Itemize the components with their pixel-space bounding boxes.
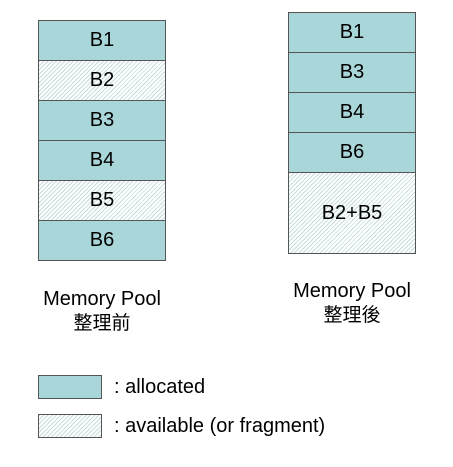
memory-block-b3: B3 — [288, 52, 416, 93]
memory-block-b2-b5-merged: B2+B5 — [288, 172, 416, 254]
legend-allocated-label: : allocated — [114, 375, 206, 398]
caption-before-title: Memory Pool — [43, 288, 161, 310]
memory-block-b3: B3 — [38, 100, 166, 141]
memory-block-b1: B1 — [288, 12, 416, 53]
legend-available-swatch — [38, 414, 102, 438]
memory-pool-before: B1 B2 B3 B4 B5 B6 — [38, 20, 166, 261]
memory-block-b2: B2 — [38, 60, 166, 101]
memory-block-b6: B6 — [38, 220, 166, 261]
memory-block-b4: B4 — [288, 92, 416, 133]
memory-block-b1: B1 — [38, 20, 166, 61]
legend-available-label: : available (or fragment) — [114, 414, 326, 437]
caption-before: Memory Pool 整理前 — [20, 287, 184, 335]
caption-after: Memory Pool 整理後 — [268, 279, 436, 327]
memory-block-b5: B5 — [38, 180, 166, 221]
legend-available: : available (or fragment) — [38, 414, 325, 438]
memory-block-b4: B4 — [38, 140, 166, 181]
memory-block-b6: B6 — [288, 132, 416, 173]
caption-before-subtitle: 整理前 — [73, 312, 131, 334]
caption-after-title: Memory Pool — [293, 280, 411, 302]
memory-pool-after: B1 B3 B4 B6 B2+B5 — [288, 12, 416, 254]
legend-allocated: : allocated — [38, 375, 205, 399]
caption-after-subtitle: 整理後 — [323, 304, 381, 326]
legend-allocated-swatch — [38, 375, 102, 399]
